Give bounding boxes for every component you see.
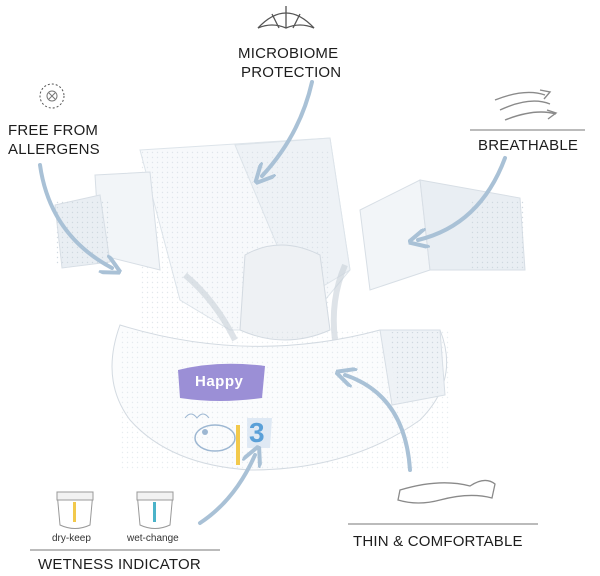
label-allergens-line1: FREE FROM [8,122,99,139]
arrow-thin [345,375,412,472]
dry-indicator-line [73,502,76,522]
label-microbiome-line1: MICROBIOME [238,45,339,62]
arrow-wetness [198,455,255,525]
arrow-microbiome [262,80,314,176]
dry-diaper-icon [56,491,94,529]
label-microbiome-line2: PROTECTION [241,64,342,81]
umbrella-icon [257,6,315,29]
label-wetness: WETNESS INDICATOR [38,556,201,573]
brand-text: Happy [195,373,244,390]
right-side-panel [359,179,526,291]
size-number: 3 [249,417,265,448]
size-badge [247,418,272,448]
wet-indicator-line [153,502,156,522]
arrow-allergens [38,163,112,268]
wind-icon [494,89,558,121]
label-thin: THIN & COMFORTABLE [353,533,523,550]
wetness-strip [236,425,240,465]
arrow-breathable [418,156,507,240]
print-decoration [184,413,236,452]
thin-layer-icon [397,479,496,504]
label-allergens-line2: ALLERGENS [8,141,100,158]
left-side-panel [54,171,161,271]
label-breathable: BREATHABLE [478,137,579,154]
allergen-free-icon [39,83,65,109]
brand-badge [178,363,265,401]
label-wet-change: wet-change [127,533,179,544]
diaper-front [111,324,450,471]
wet-diaper-icon [136,491,174,529]
label-dry-keep: dry-keep [52,533,91,544]
